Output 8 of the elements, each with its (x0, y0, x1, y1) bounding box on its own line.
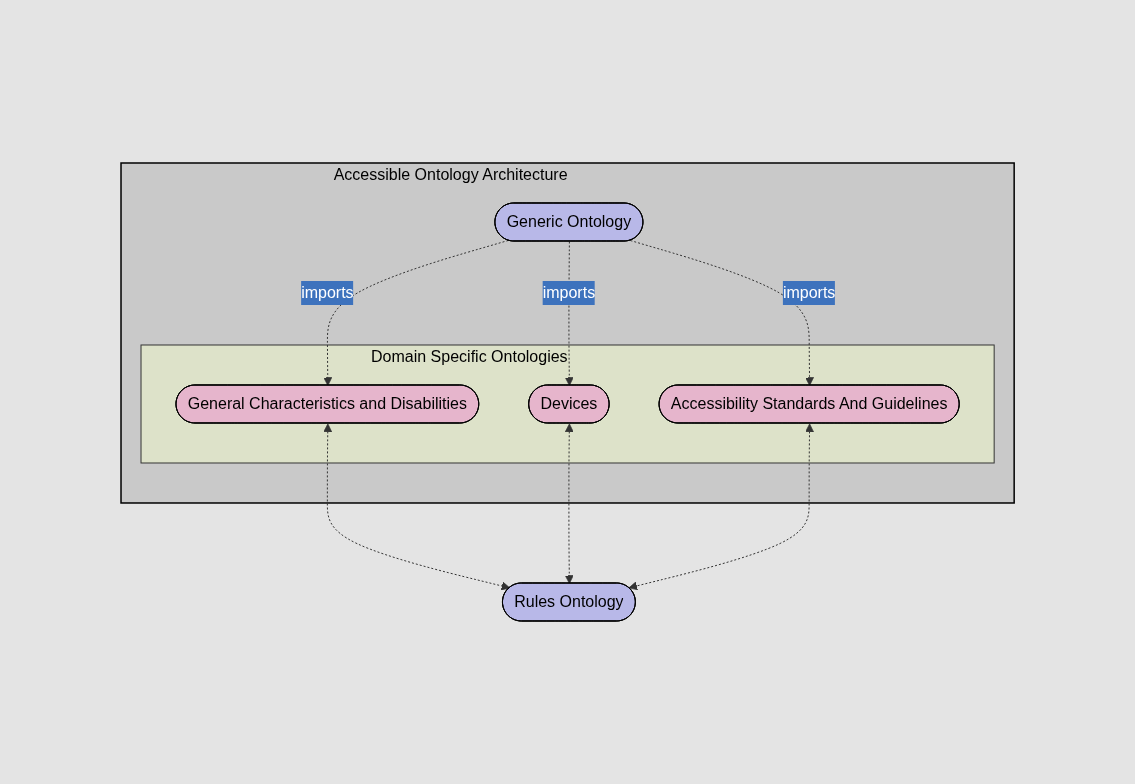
edge-label: imports (782, 281, 836, 305)
arrow (564, 241, 574, 386)
arrow (629, 240, 814, 386)
arrow (628, 423, 814, 591)
arrow (564, 423, 574, 584)
edge-label: imports (542, 281, 596, 305)
arrow (323, 423, 511, 591)
edge-label: imports (301, 281, 354, 305)
